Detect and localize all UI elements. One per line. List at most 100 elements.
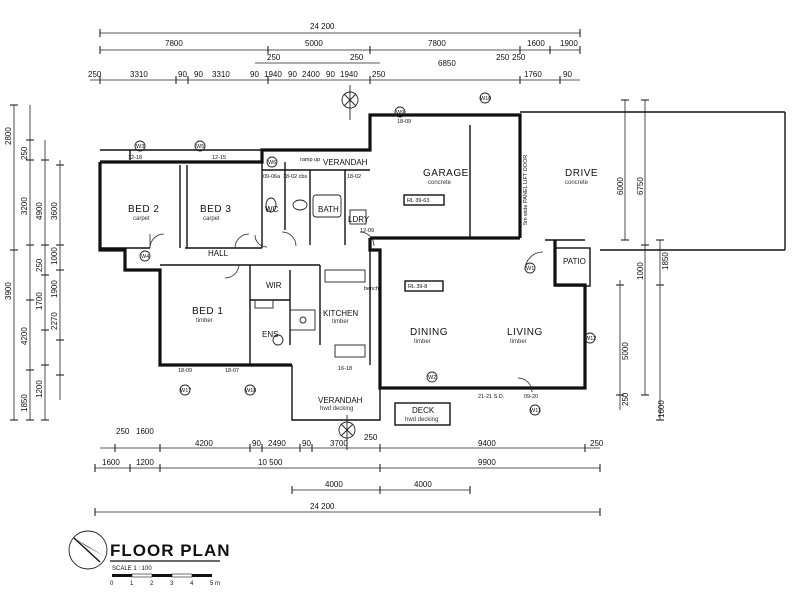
dim-top-3310a: 3310 <box>130 70 148 79</box>
room-wc: WC <box>265 205 279 214</box>
room-hall: HALL <box>208 249 229 258</box>
dim-top-90f: 90 <box>563 70 572 79</box>
dim-right-1600: 1600 <box>657 400 666 418</box>
room-bed3-finish: carpet <box>203 216 220 222</box>
dim-bot-250c: 250 <box>590 439 604 448</box>
room-deck-finish: hwd decking <box>405 417 438 423</box>
room-ens: ENS <box>262 330 278 339</box>
dim-left-1200: 1200 <box>35 380 44 398</box>
dim-left-1850: 1850 <box>20 394 29 412</box>
window-tag-w4: W4 <box>141 254 149 260</box>
robe-note: 18-02 cbs <box>283 174 307 180</box>
notes: RL 39-63 RL 39-8 ramp up 18-02 cbs 5m wi… <box>283 155 538 400</box>
dim-bot-9400: 9400 <box>478 439 496 448</box>
dim-right-5000: 5000 <box>621 342 630 360</box>
interior-walls <box>100 125 585 365</box>
dim-left-250b: 250 <box>35 258 44 272</box>
window-size-wir: 18-07 <box>225 368 239 374</box>
room-garage-finish: concrete <box>428 180 452 186</box>
scale-tick-0: 0 <box>110 581 114 587</box>
room-bed1: BED 1 <box>192 306 223 317</box>
dim-top-overall: 24 200 <box>310 22 335 31</box>
window-tag-w11: W11 <box>530 408 541 414</box>
scale-tick-1: 1 <box>130 581 134 587</box>
plan-title: FLOOR PLAN <box>110 541 231 560</box>
dim-left-1700: 1700 <box>35 292 44 310</box>
dim-top-90b: 90 <box>194 70 203 79</box>
window-size-bed2: 12-18 <box>128 155 142 161</box>
dim-right-6750: 6750 <box>636 177 645 195</box>
room-wir: WIR <box>266 281 282 290</box>
window-tags: W3 W5 W6 W9 W10 W1 W2 W11 W12 W17 W18 W4 <box>134 92 596 416</box>
dim-left-2800: 2800 <box>4 127 13 145</box>
dim-bot-1200: 1200 <box>136 458 154 467</box>
room-patio: PATIO <box>563 257 586 266</box>
window-size-kitchen: 16-18 <box>338 366 352 372</box>
dim-left-3900: 3900 <box>4 282 13 300</box>
window-tag-w2: W2 <box>428 375 436 381</box>
window-size-bath: 18-02 <box>347 174 361 180</box>
window-size-bed3: 12-15 <box>212 155 226 161</box>
garage-door-note: 5m wide PANEL LIFT DOOR <box>523 155 529 225</box>
dim-left-3200: 3200 <box>20 197 29 215</box>
window-tag-w12: W12 <box>585 336 596 342</box>
dim-top-2400: 2400 <box>302 70 320 79</box>
room-living-finish: timber <box>510 339 527 345</box>
dim-top-90e: 90 <box>326 70 335 79</box>
room-dining-finish: timber <box>414 339 431 345</box>
dim-bot-9900: 9900 <box>478 458 496 467</box>
dim-bot-2490: 2490 <box>268 439 286 448</box>
room-bed2-finish: carpet <box>133 216 150 222</box>
scale-tick-3: 3 <box>170 581 174 587</box>
dim-top-6850: 6850 <box>438 59 456 68</box>
dim-left-250: 250 <box>20 146 29 160</box>
dim-left-2270: 2270 <box>50 312 59 330</box>
dim-top-250b: 250 <box>350 53 364 62</box>
dim-top-90a: 90 <box>178 70 187 79</box>
room-bed2: BED 2 <box>128 204 159 215</box>
section-markers <box>338 85 359 450</box>
room-bed1-finish: timber <box>196 318 213 324</box>
drive-outline <box>520 111 786 251</box>
dim-left-3600: 3600 <box>50 202 59 220</box>
scale-bar <box>112 573 212 578</box>
room-dining: DINING <box>410 327 448 338</box>
dim-bot-10500: 10 500 <box>258 458 283 467</box>
room-garage: GARAGE <box>423 168 469 179</box>
ramp-note: ramp up <box>300 157 320 163</box>
dim-bot-250b: 250 <box>364 433 378 442</box>
dim-right-1000: 1000 <box>636 262 645 280</box>
window-size-bed1: 18-09 <box>178 368 192 374</box>
dining-level: RL 39-8 <box>408 284 427 290</box>
dim-bot-3700: 3700 <box>330 439 348 448</box>
scale-tick-5: 5 m <box>210 581 220 587</box>
window-sizes: 12-18 12-15 18-09 18-09 18-07 16-18 09-0… <box>128 119 411 374</box>
window-tag-w3: W3 <box>136 144 144 150</box>
bottom-dimensions: 250 1600 4200 90 2490 90 3700 250 9400 2… <box>94 427 604 516</box>
dim-top-3310b: 3310 <box>212 70 230 79</box>
room-kitchen: KITCHEN <box>323 309 358 318</box>
sliding-door-note-2: 09-20 <box>524 394 538 400</box>
doors <box>149 231 544 393</box>
sliding-door-note: 21-21 S.D. <box>478 394 505 400</box>
room-bed3: BED 3 <box>200 204 231 215</box>
dim-left-4900: 4900 <box>35 202 44 220</box>
dim-bot-1600b: 1600 <box>102 458 120 467</box>
scale-tick-2: 2 <box>150 581 154 587</box>
dim-top-1940a: 1940 <box>264 70 282 79</box>
window-size-wc: 09-06a <box>263 174 281 180</box>
dim-bot-90a: 90 <box>252 439 261 448</box>
exterior-walls <box>98 113 587 390</box>
room-deck: DECK <box>412 406 435 415</box>
dim-bot-4000b: 4000 <box>414 480 432 489</box>
window-size-garage: 18-09 <box>397 119 411 125</box>
dim-top-5000: 5000 <box>305 39 323 48</box>
dim-top-90d: 90 <box>288 70 297 79</box>
bench-note: bench <box>364 286 379 292</box>
window-tag-w17: W17 <box>180 388 191 394</box>
dim-top-1600: 1600 <box>527 39 545 48</box>
scale-tick-4: 4 <box>190 581 194 587</box>
dim-bot-overall: 24 200 <box>310 502 335 511</box>
dim-left-4200: 4200 <box>20 327 29 345</box>
